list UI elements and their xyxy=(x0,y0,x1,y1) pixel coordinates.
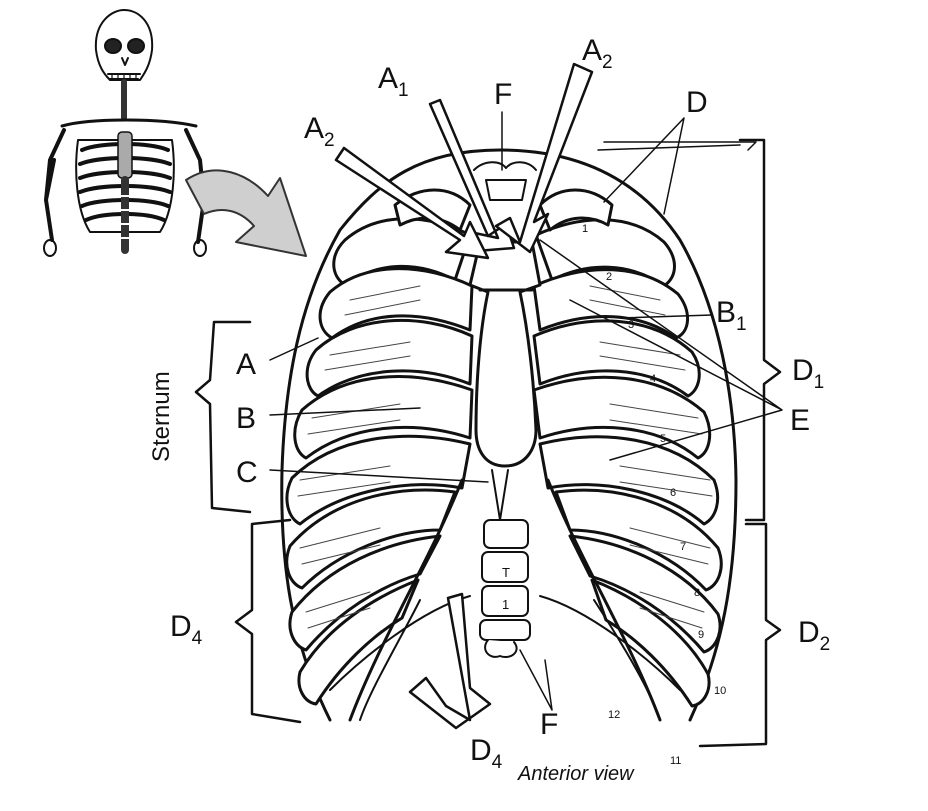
rib-number: 7 xyxy=(680,541,687,553)
label-d2: D2 xyxy=(798,616,831,655)
label-c: C xyxy=(236,456,258,489)
label-a: A xyxy=(236,348,257,381)
rib-number: 12 xyxy=(608,709,621,721)
sternum-label: Sternum xyxy=(148,371,175,462)
rib-number: 1 xyxy=(582,223,589,235)
label-a2-left: A2 xyxy=(304,112,335,151)
rib-number: 3 xyxy=(628,319,635,331)
label-b1: B1 xyxy=(716,296,747,335)
brackets xyxy=(194,138,782,748)
label-d4-left: D4 xyxy=(170,610,203,649)
label-d: D xyxy=(686,86,708,119)
rib-number: 6 xyxy=(670,487,677,499)
label-d4-bottom: D4 xyxy=(470,734,503,773)
rib-number: 4 xyxy=(650,373,657,385)
d1-bracket xyxy=(738,138,782,522)
label-arrows xyxy=(334,62,594,730)
caption: Anterior view xyxy=(518,763,634,785)
pointer-arrow xyxy=(185,169,307,257)
rib-number: 2 xyxy=(606,271,613,283)
rib-cage xyxy=(280,148,738,722)
label-e: E xyxy=(790,404,811,437)
skeleton-thumbnail xyxy=(43,9,207,257)
sternum-shape xyxy=(468,240,542,468)
label-b: B xyxy=(236,402,257,435)
label-f-top: F xyxy=(494,78,513,111)
d2-bracket xyxy=(698,522,782,748)
label-f-bottom: F xyxy=(540,708,559,741)
sternum-bracket xyxy=(194,320,252,514)
rib-number: 10 xyxy=(714,685,727,697)
rib-number: 8 xyxy=(694,587,701,599)
rib-number: 5 xyxy=(660,433,667,445)
label-a1: A1 xyxy=(378,62,409,101)
leader-lines xyxy=(269,111,783,711)
rib-number: 9 xyxy=(698,629,705,641)
rib-number: 11 xyxy=(670,755,682,767)
label-a2-right: A2 xyxy=(582,34,613,73)
d4-left-bracket xyxy=(234,518,302,724)
vertebra-label: 1 xyxy=(502,597,510,612)
label-d1: D1 xyxy=(792,354,825,393)
vertebra-label: T xyxy=(502,565,510,580)
